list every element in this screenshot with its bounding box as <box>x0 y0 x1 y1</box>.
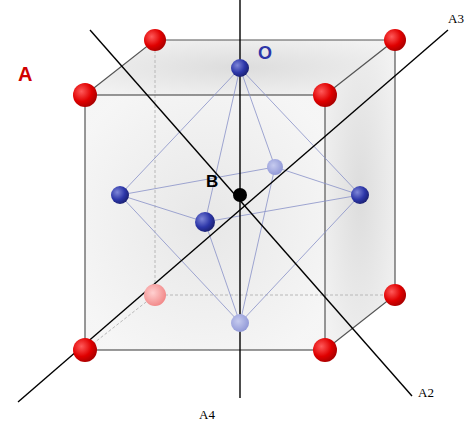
o-atoms <box>111 59 369 332</box>
cube-face <box>85 95 325 350</box>
b-atom <box>233 188 247 202</box>
axis-label: A2 <box>418 386 434 399</box>
symmetry-axes <box>18 0 448 402</box>
atom-label: A <box>18 64 32 84</box>
atom-label: O <box>258 44 272 62</box>
axis-label: A3 <box>448 12 464 25</box>
a-atoms <box>73 29 406 362</box>
atom-label: B <box>206 173 218 190</box>
axis-label: A4 <box>199 408 215 421</box>
